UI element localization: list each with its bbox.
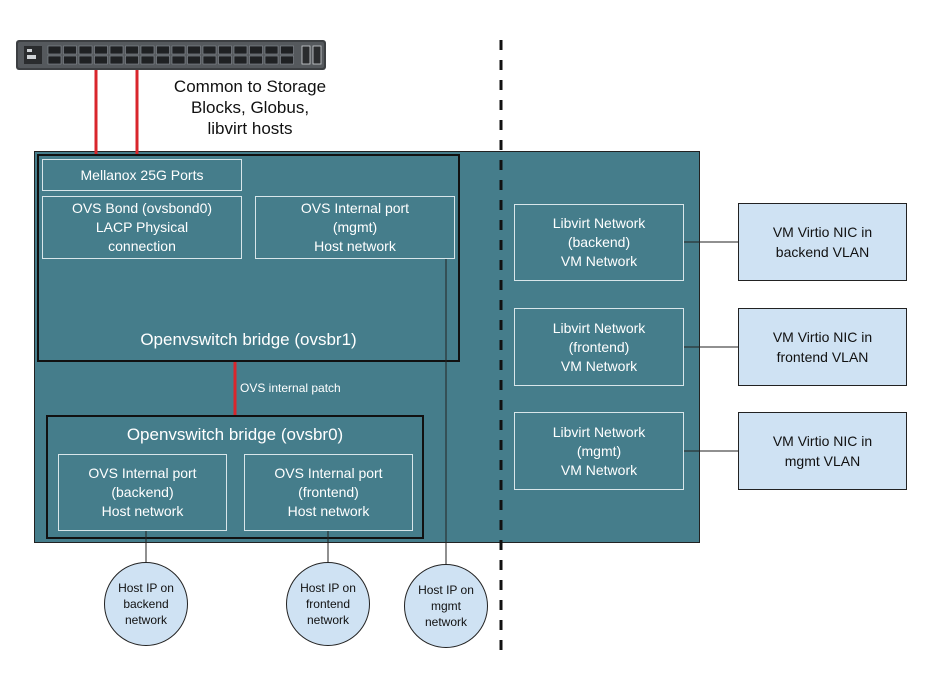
switch-port <box>233 45 248 55</box>
ovsbr1-label: Openvswitch bridge (ovsbr1) <box>140 330 357 349</box>
ovs-bond-label: OVS Bond (ovsbond0) LACP Physical connec… <box>71 200 213 254</box>
switch-port <box>94 55 108 65</box>
switch-port <box>140 45 155 55</box>
switch-port <box>47 55 62 65</box>
switch-port <box>140 55 155 65</box>
switch-port <box>280 55 294 65</box>
switch-port <box>94 45 108 55</box>
switch-port <box>156 55 170 65</box>
switch-port <box>109 45 124 55</box>
mellanox-ports-box: Mellanox 25G Ports <box>42 159 242 191</box>
switch-port <box>156 45 170 55</box>
switch-port <box>78 45 93 55</box>
switch-port <box>264 45 279 55</box>
backend-port-label: OVS Internal port (backend) Host network <box>88 465 197 519</box>
switch-caption: Common to Storage Blocks, Globus, libvir… <box>173 77 327 138</box>
switch-port <box>125 45 139 55</box>
vm-nic-label: VM Virtio NIC in mgmt VLAN <box>772 433 873 469</box>
mgmt-port-label: OVS Internal port (mgmt) Host network <box>300 200 410 254</box>
ovs-bond-box: OVS Bond (ovsbond0) LACP Physical connec… <box>42 196 242 259</box>
libvirt-network-label: Libvirt Network (frontend) VM Network <box>552 319 646 374</box>
host-ip-label: Host IP on backend network <box>118 581 174 627</box>
host-ip-label: Host IP on frontend network <box>300 581 356 627</box>
host-ip-label: Host IP on mgmt network <box>418 583 474 629</box>
switch-port <box>63 45 77 55</box>
libvirt-network-backend: Libvirt Network (backend) VM Network <box>514 204 684 281</box>
switch-port <box>218 45 232 55</box>
libvirt-network-frontend: Libvirt Network (frontend) VM Network <box>514 308 684 386</box>
switch-port <box>63 55 77 65</box>
vm-nic-backend: VM Virtio NIC in backend VLAN <box>738 203 907 281</box>
switch-port <box>78 55 93 65</box>
switch-port <box>249 55 263 65</box>
host-ip-backend: Host IP on backend network <box>104 562 188 646</box>
host-ip-mgmt: Host IP on mgmt network <box>404 564 488 648</box>
switch-port <box>280 45 294 55</box>
switch-port <box>47 45 62 55</box>
switch-port <box>109 55 124 65</box>
ovsbr0-label: Openvswitch bridge (ovsbr0) <box>126 425 344 444</box>
mellanox-ports-label: Mellanox 25G Ports <box>80 166 204 183</box>
switch-port <box>202 45 217 55</box>
libvirt-network-label: Libvirt Network (mgmt) VM Network <box>552 423 646 478</box>
vm-nic-frontend: VM Virtio NIC in frontend VLAN <box>738 308 907 386</box>
frontend-port-label: OVS Internal port (frontend) Host networ… <box>274 465 383 519</box>
frontend-port-box: OVS Internal port (frontend) Host networ… <box>244 454 413 531</box>
vm-nic-label: VM Virtio NIC in backend VLAN <box>772 224 873 260</box>
vm-nic-mgmt: VM Virtio NIC in mgmt VLAN <box>738 412 907 490</box>
switch-port <box>187 45 201 55</box>
network-switch-icon <box>16 40 326 70</box>
libvirt-network-label: Libvirt Network (backend) VM Network <box>552 215 646 269</box>
switch-port <box>125 55 139 65</box>
switch-port <box>187 55 201 65</box>
host-ip-frontend: Host IP on frontend network <box>286 562 370 646</box>
switch-port <box>218 55 232 65</box>
switch-port <box>171 45 186 55</box>
switch-port <box>171 55 186 65</box>
backend-port-box: OVS Internal port (backend) Host network <box>58 454 227 531</box>
switch-port <box>233 55 248 65</box>
mgmt-port-box: OVS Internal port (mgmt) Host network <box>255 196 455 259</box>
switch-port <box>264 55 279 65</box>
patch-label: OVS internal patch <box>240 381 341 395</box>
libvirt-network-mgmt: Libvirt Network (mgmt) VM Network <box>514 412 684 490</box>
vm-nic-label: VM Virtio NIC in frontend VLAN <box>772 329 873 365</box>
switch-port <box>249 45 263 55</box>
switch-port <box>202 55 217 65</box>
